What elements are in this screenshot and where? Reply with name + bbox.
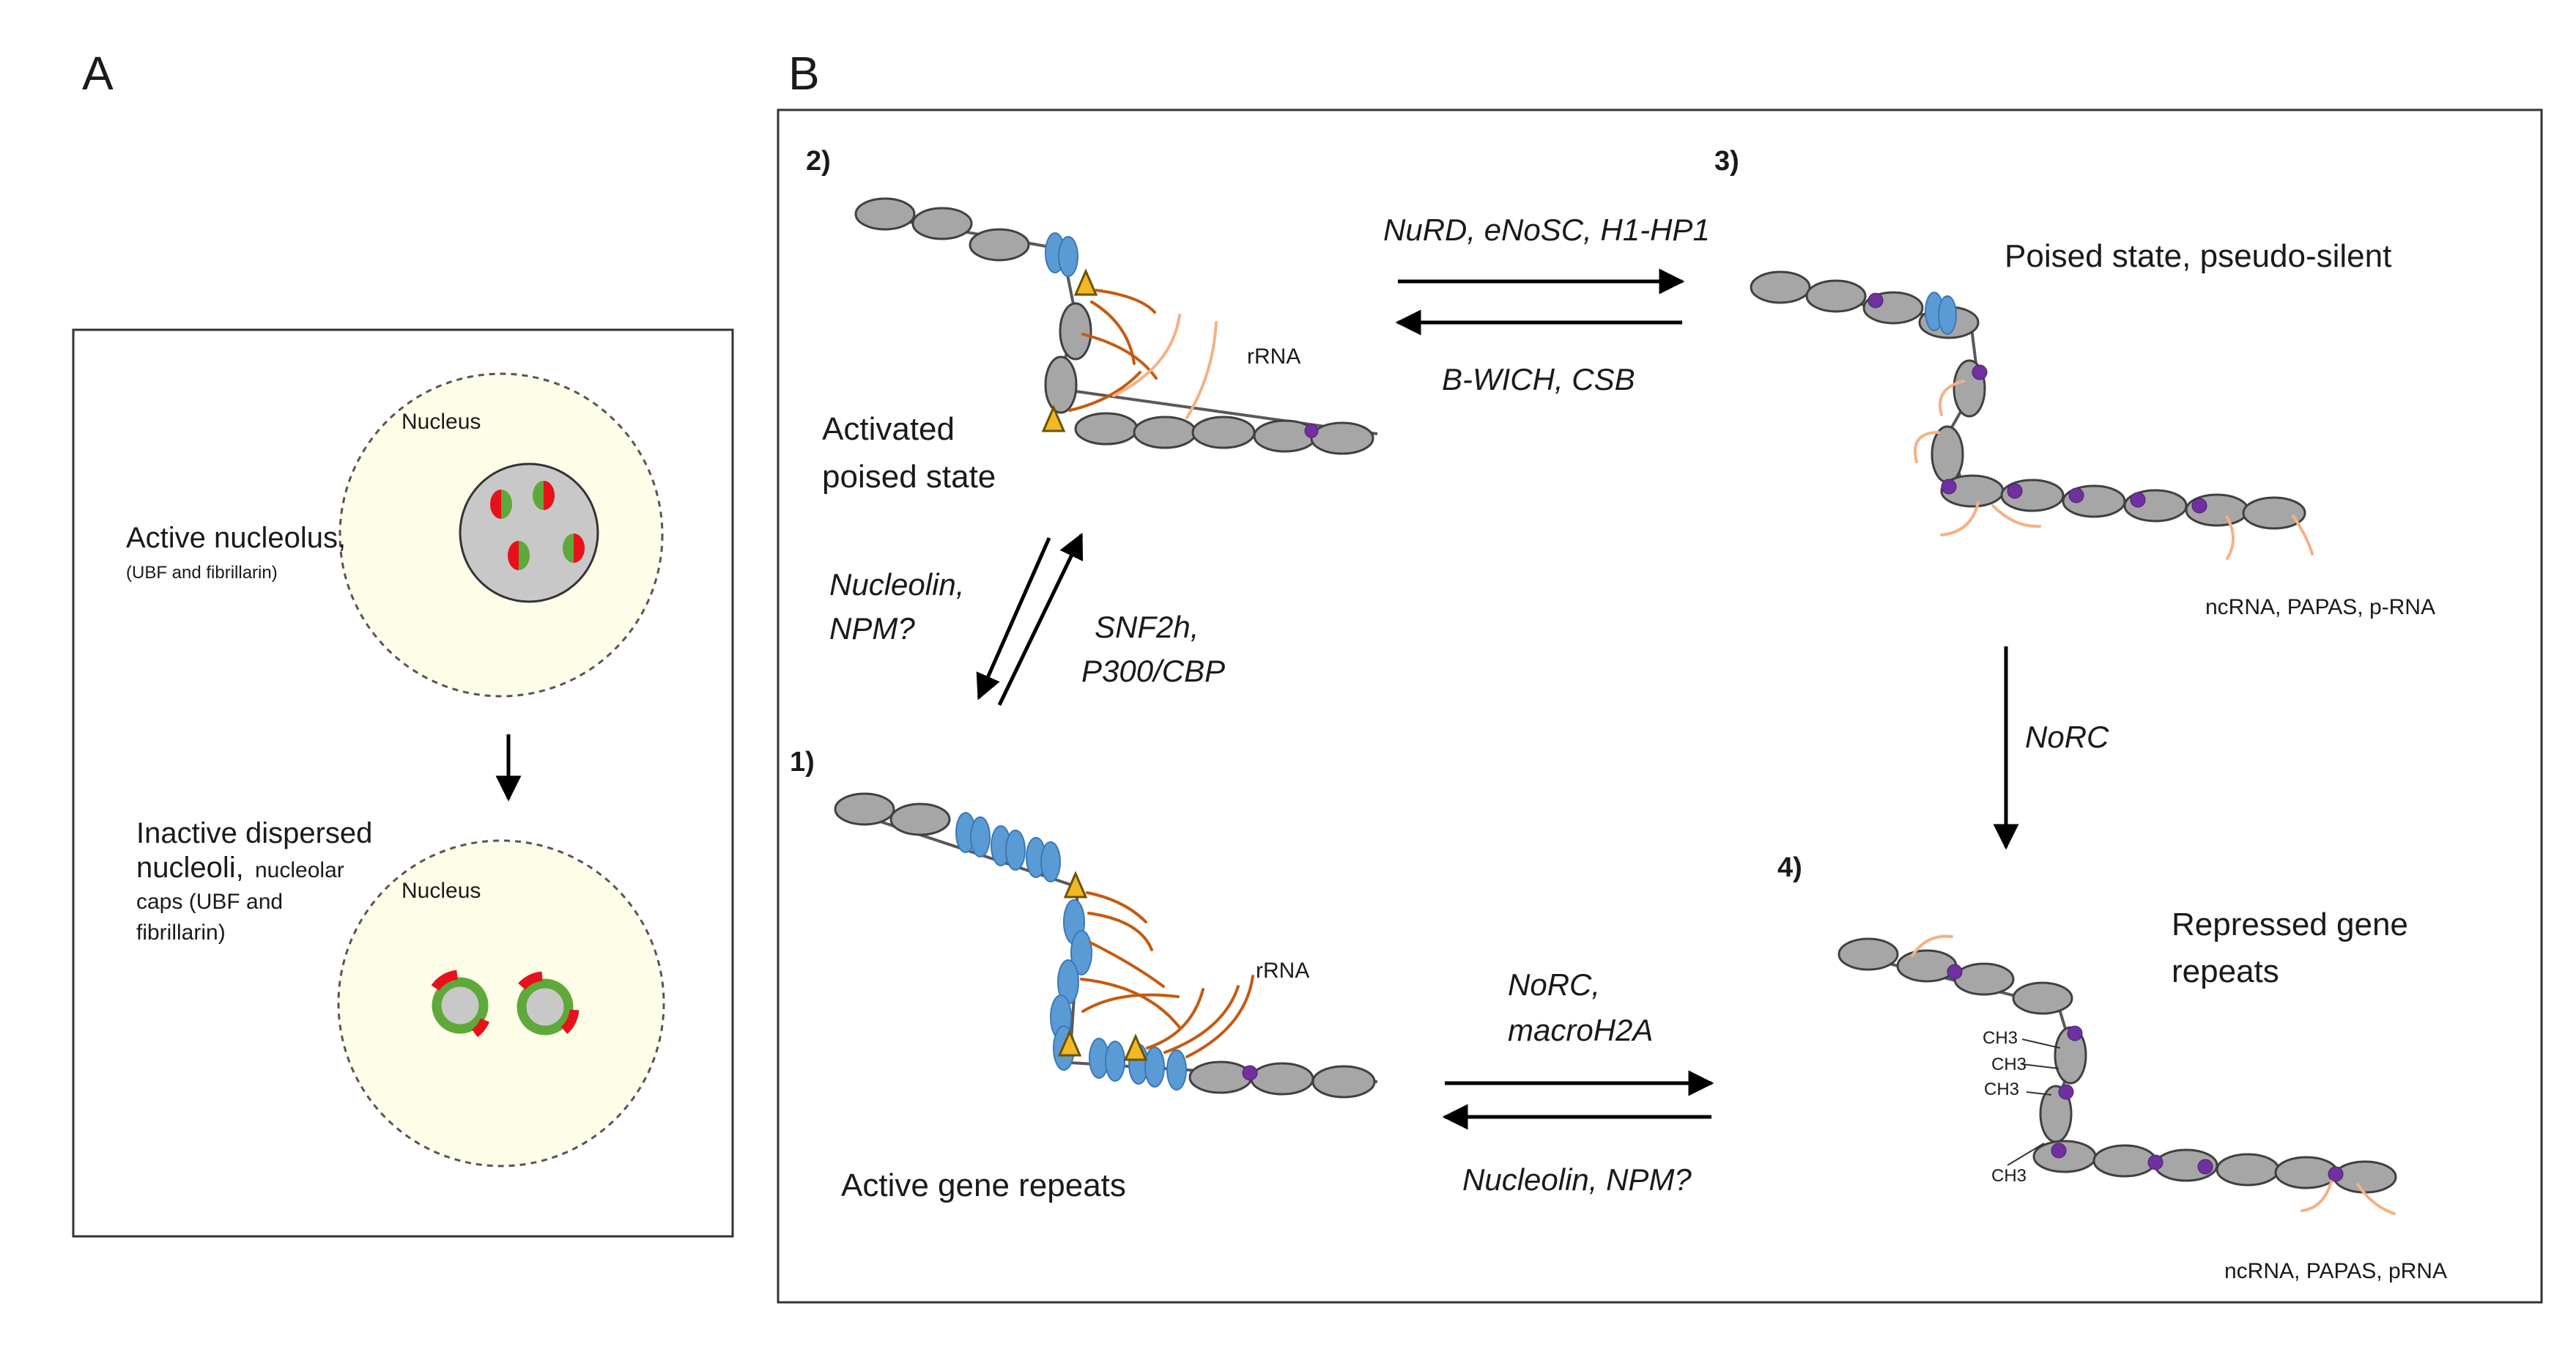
dispersed-nucleolus-right: [517, 971, 580, 1036]
t23-back-label: B-WICH, CSB: [1442, 362, 1635, 396]
transition-2-1: Nucleolin, NPM? SNF2h, P300/CBP: [829, 532, 1225, 706]
t34-label: NoRC: [2025, 720, 2109, 754]
nucleolus: [459, 462, 599, 603]
blue-histone-cluster: [955, 812, 1187, 1091]
chromatin-fiber-4: [1837, 934, 2397, 1215]
panel-b-frame: [777, 108, 2543, 1304]
chromatin-fiber-1: [834, 792, 1378, 1099]
methyl-label-1: CH3: [1983, 1028, 2018, 1048]
t14-forward-label-line2: macroH2A: [1508, 1013, 1653, 1047]
state-3: 3) Poised state, pseudo-silent: [1714, 146, 2435, 619]
state-4-label-line1: Repressed gene: [2172, 907, 2408, 942]
panel-b-letter: B: [788, 47, 820, 100]
panel-a-letter: A: [82, 47, 114, 100]
chromatin-fiber-2: [854, 197, 1378, 455]
inactive-label-line2: nucleoli,: [136, 852, 244, 884]
chromatin-fiber-3: [1750, 270, 2314, 560]
nucleus-outline: [337, 839, 665, 1167]
active-nucleolus-label: Active nucleolus,: [126, 522, 346, 554]
dispersed-nucleolus-left: [431, 970, 490, 1038]
active-nucleolus-sub: (UBF and fibrillarin): [126, 563, 278, 583]
state-2-label-line1: Activated: [822, 411, 955, 447]
state-1: 1): [790, 747, 1378, 1203]
t12-label-line1: SNF2h,: [1095, 610, 1199, 644]
t21-label-line1: Nucleolin,: [829, 567, 964, 602]
state-4-ncrna-label: ncRNA, PAPAS, pRNA: [2224, 1259, 2447, 1283]
methyl-label-3: CH3: [1984, 1080, 2019, 1099]
inactive-label-line3: caps (UBF and: [136, 890, 283, 914]
state-1-label: Active gene repeats: [841, 1167, 1126, 1203]
state-2: 2): [806, 146, 1378, 495]
t23-forward-label: NuRD, eNoSC, H1-HP1: [1383, 213, 1710, 247]
inactive-nucleus-cell: Nucleus: [337, 839, 665, 1167]
transition-3-4: NoRC: [1993, 646, 2109, 850]
inactive-label-line4: fibrillarin): [136, 920, 226, 945]
state-3-label: Poised state, pseudo-silent: [2005, 238, 2391, 274]
t12-up-arrow: [997, 532, 1084, 706]
methyl-label-2: CH3: [1991, 1055, 2027, 1074]
inactive-label-line1: Inactive dispersed: [136, 817, 372, 849]
inactive-label-line2b: nucleolar: [255, 858, 344, 882]
state-1-rrna-label: rRNA: [1256, 959, 1309, 983]
t12-label-line2: P300/CBP: [1081, 654, 1225, 688]
t21-down-arrow: [976, 536, 1051, 701]
state-3-number: 3): [1714, 146, 1739, 177]
nucleus-label: Nucleus: [401, 410, 481, 434]
state-4-number: 4): [1777, 852, 1802, 883]
panel-b: 2): [777, 108, 2543, 1304]
t14-forward-label-line1: NoRC,: [1508, 967, 1600, 1002]
state-1-number: 1): [790, 747, 815, 778]
state-4-label-line2: repeats: [2172, 953, 2279, 989]
state-2-rrna-label: rRNA: [1247, 344, 1300, 369]
t21-label-line2: NPM?: [829, 611, 915, 646]
state-2-number: 2): [806, 146, 831, 177]
t14-back-label: Nucleolin, NPM?: [1462, 1162, 1692, 1197]
state-3-ncrna-label: ncRNA, PAPAS, p-RNA: [2205, 595, 2435, 619]
methyl-label-4: CH3: [1991, 1166, 2027, 1186]
transition-1-4: NoRC, macroH2A Nucleolin, NPM?: [1442, 967, 1714, 1197]
nucleus-label: Nucleus: [401, 879, 481, 903]
state-4: 4) Repressed gene repeats: [1777, 852, 2447, 1283]
active-nucleus-cell: Nucleus: [338, 372, 664, 698]
state-2-label-line2: poised state: [822, 459, 996, 495]
transition-2-3: NuRD, eNoSC, H1-HP1 B-WICH, CSB: [1383, 213, 1710, 396]
panel-a: Nucleus Active nucleolus, (UBF and fibri…: [72, 328, 734, 1238]
fibrillar-centers: [490, 481, 585, 570]
